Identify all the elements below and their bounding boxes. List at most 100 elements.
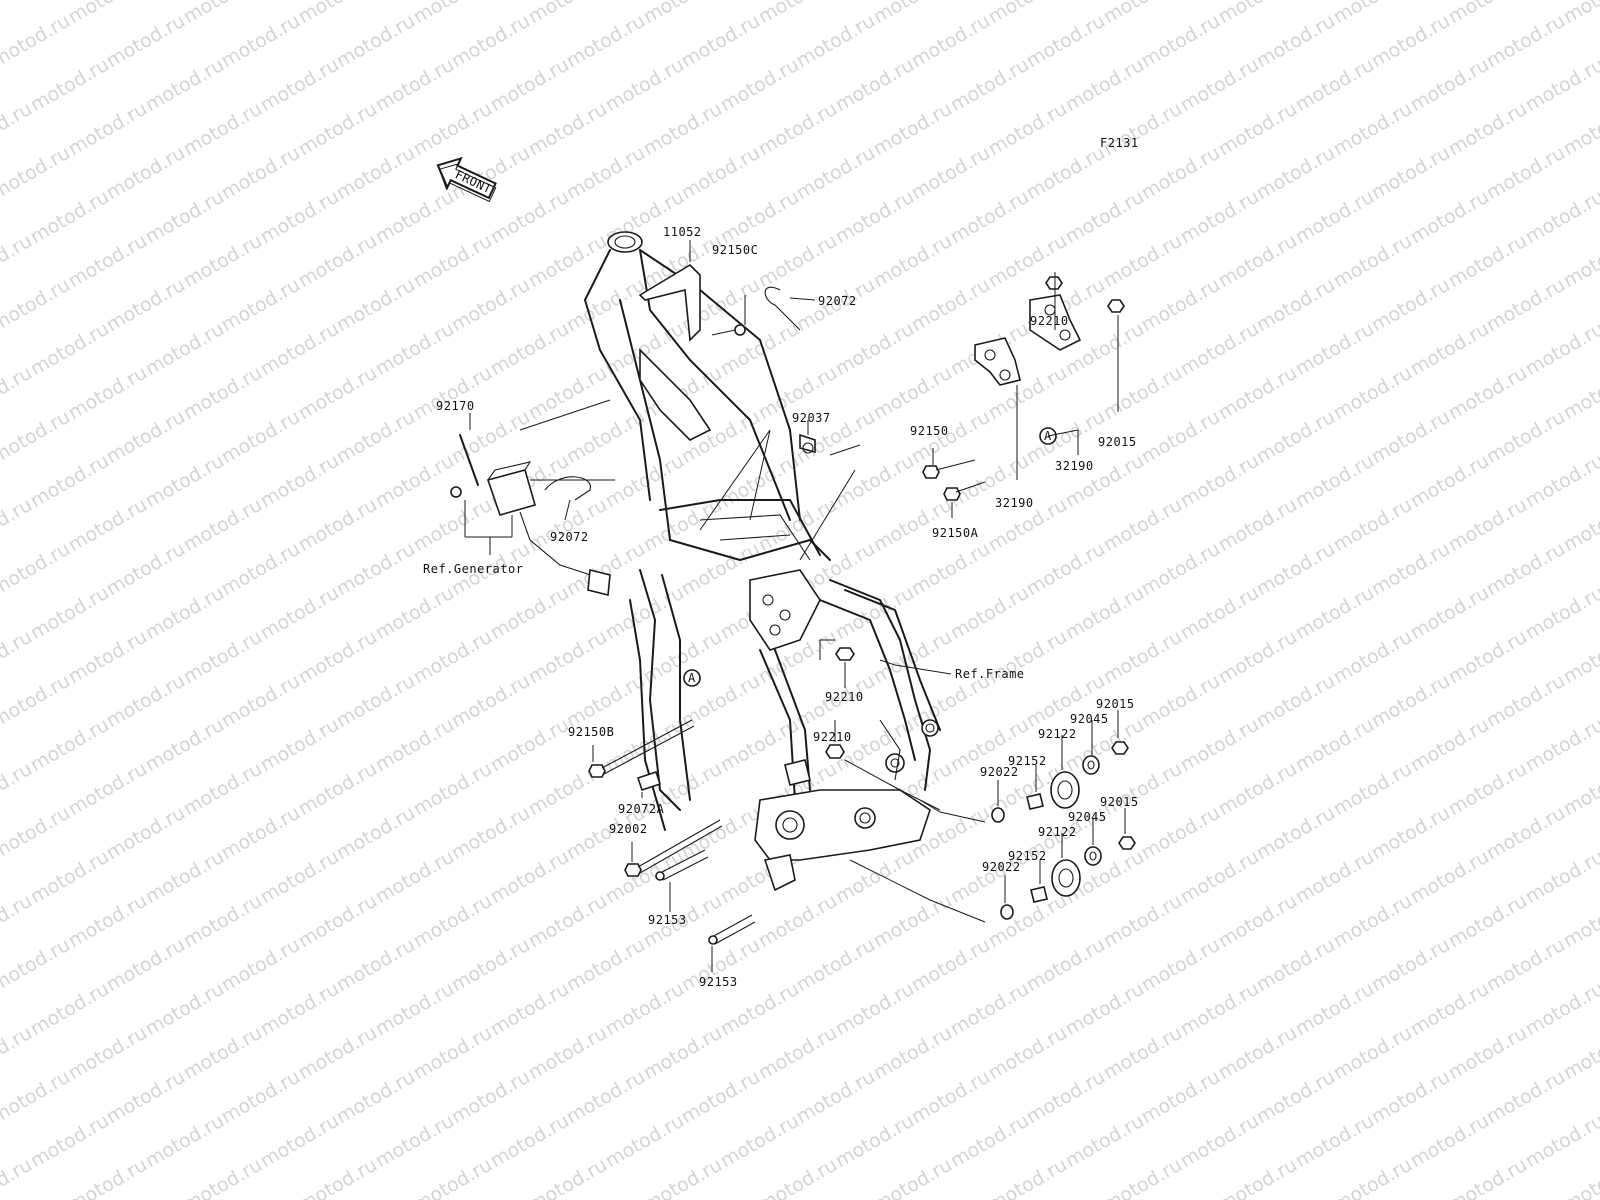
watermark-text: motod.ru: [1560, 98, 1600, 161]
watermark-text: motod.ru: [257, 1110, 343, 1173]
watermark-text: motod.ru: [1138, 1066, 1224, 1129]
watermark-text: motod.ru: [142, 1110, 228, 1173]
watermark-text: motod.ru: [832, 582, 918, 645]
watermark-text: motod.ru: [142, 54, 228, 117]
watermark-text: motod.ru: [793, 10, 879, 73]
part-bracket-11052: [638, 263, 701, 342]
watermark-text: motod.ru: [832, 450, 918, 513]
watermark-text: motod.ru: [563, 406, 649, 469]
watermark-text: motod.ru: [525, 230, 611, 293]
watermark-text: motod.ru: [103, 274, 189, 337]
watermark-text: motod.ru: [448, 1066, 534, 1129]
watermark-text: motod.ru: [218, 406, 304, 469]
watermark-text: motod.ru: [1062, 1110, 1148, 1173]
watermark-text: motod.ru: [640, 98, 726, 161]
part-number-label: 92045: [1070, 712, 1109, 726]
watermark-text: motod.ru: [65, 758, 151, 821]
connector: [587, 568, 611, 597]
watermark-text: motod.ru: [1560, 1022, 1600, 1085]
watermark-text: motod.ru: [1330, 1154, 1416, 1200]
watermark-text: motod.ru: [1483, 670, 1569, 733]
part-number-label: 92022: [982, 860, 1021, 874]
watermark-text: motod.ru: [1483, 538, 1569, 601]
watermark-text: motod.ru: [103, 10, 189, 73]
part-number-label: 92072: [550, 530, 589, 544]
watermark-text: motod.ru: [1445, 362, 1531, 425]
watermark-text: motod.ru: [1560, 230, 1600, 293]
watermark-text: motod.ru: [1100, 0, 1186, 28]
watermark-text: motod.ru: [295, 494, 381, 557]
watermark-text: motod.ru: [678, 142, 764, 205]
watermark-text: motod.ru: [1483, 1066, 1569, 1129]
watermark-text: motod.ru: [947, 582, 1033, 645]
part-number-label: 92170: [436, 399, 475, 413]
part-number-label: 92122: [1038, 825, 1077, 839]
watermark-text: motod.ru: [372, 846, 458, 909]
watermark-text: motod.ru: [870, 98, 956, 161]
watermark-text: motod.ru: [218, 670, 304, 733]
frame-parts: A A: [450, 263, 1136, 945]
watermark-text: motod.ru: [1522, 978, 1600, 1041]
watermark-text: motod.ru: [295, 890, 381, 953]
watermark-text: motod.ru: [410, 362, 496, 425]
watermark-text: motod.ru: [1445, 494, 1531, 557]
watermark-text: motod.ru: [1023, 538, 1109, 601]
watermark-text: motod.ru: [1062, 186, 1148, 249]
watermark-text: motod.ru: [372, 978, 458, 1041]
part-labels: 1105292150C92210920729203792170921509201…: [436, 225, 1138, 989]
watermark-text: motod.ru: [295, 758, 381, 821]
watermark-text: motod.ru: [1253, 538, 1339, 601]
leader-lines: [469, 240, 1126, 972]
watermark-text: motod.ru: [1445, 758, 1531, 821]
watermark-text: motod.ru: [218, 1066, 304, 1129]
watermark-text: motod.ru: [793, 1066, 879, 1129]
watermark-text: motod.ru: [487, 54, 573, 117]
watermark-text: motod.ru: [1368, 10, 1454, 73]
watermark-text: motod.ru: [1368, 670, 1454, 733]
watermark-text: motod.ru: [870, 494, 956, 557]
regulator-module: [486, 469, 536, 516]
watermark-text: motod.ru: [295, 0, 381, 28]
watermark-text: motod.ru: [0, 934, 74, 997]
watermark-text: motod.ru: [410, 758, 496, 821]
watermark-text: motod.ru: [1253, 934, 1339, 997]
watermark-text: motod.ru: [1560, 626, 1600, 689]
watermark-text: motod.ru: [103, 934, 189, 997]
watermark-text: motod.ru: [27, 450, 113, 513]
watermark-text: motod.ru: [0, 1022, 36, 1085]
watermark-text: motod.ru: [448, 934, 534, 997]
watermark-text: motod.ru: [602, 54, 688, 117]
watermark-text: motod.ru: [0, 0, 36, 28]
watermark-text: motod.ru: [295, 626, 381, 689]
watermark-text: motod.ru: [1062, 318, 1148, 381]
watermark-text: motod.ru: [372, 582, 458, 645]
watermark-text: motod.ru: [1100, 758, 1186, 821]
watermark-text: motod.ru: [0, 626, 36, 689]
watermark-text: motod.ru: [717, 450, 803, 513]
part-number-label: 32190: [1055, 459, 1094, 473]
watermark-text: motod.ru: [1560, 890, 1600, 953]
watermark-text: motod.ru: [410, 626, 496, 689]
watermark-text: motod.ru: [1330, 626, 1416, 689]
watermark-text: motod.ru: [525, 98, 611, 161]
watermark-text: motod.ru: [640, 1022, 726, 1085]
part-number-label: 92153: [699, 975, 738, 989]
watermark-text: motod.ru: [755, 98, 841, 161]
watermark-text: motod.ru: [295, 1154, 381, 1200]
watermark-text: motod.ru: [717, 318, 803, 381]
watermark-text: motod.ru: [0, 802, 74, 865]
watermark-text: motod.ru: [640, 0, 726, 28]
watermark-text: motod.ru: [0, 758, 36, 821]
part-number-label: 92210: [813, 730, 852, 744]
watermark-text: motod.ru: [1138, 274, 1224, 337]
watermark-text: motod.ru: [410, 1022, 496, 1085]
watermark-text: motod.ru: [1215, 0, 1301, 28]
watermark-text: motod.ru: [1368, 142, 1454, 205]
watermark-text: motod.ru: [1368, 406, 1454, 469]
watermark-text: motod.ru: [1292, 54, 1378, 117]
watermark-text: motod.ru: [1253, 670, 1339, 733]
watermark-text: motod.ru: [0, 494, 36, 557]
watermark-text: motod.ru: [1292, 978, 1378, 1041]
watermark-text: motod.ru: [1445, 626, 1531, 689]
